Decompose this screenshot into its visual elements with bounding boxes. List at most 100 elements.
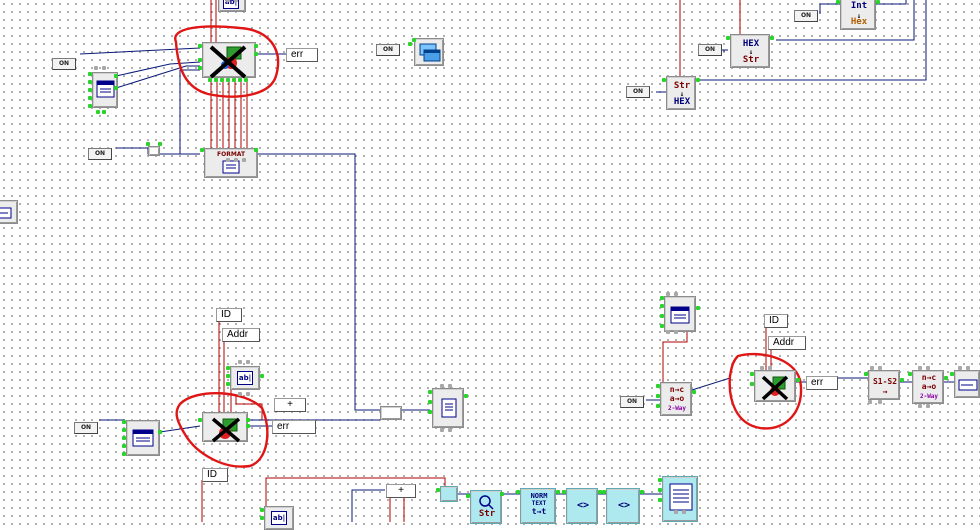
mux-way-right: 2-Way (919, 393, 939, 400)
connection-pin (750, 372, 754, 376)
disabled-cross-block-bottom[interactable] (202, 412, 248, 443)
norm-example: t→t (531, 507, 547, 516)
textfield-icon-bottom: ab| (271, 511, 287, 525)
connection-pin (750, 382, 754, 386)
property-pin (440, 428, 444, 432)
textfield-icon: ab| (223, 0, 239, 9)
hex-to-str-block[interactable]: HEX ↓ Str (730, 34, 770, 68)
window-icon (96, 80, 115, 98)
on-button-8[interactable]: ON (620, 396, 644, 408)
connection-pin (88, 80, 92, 84)
format-block[interactable]: FORMAT (204, 148, 258, 178)
search-str-block[interactable]: Str (470, 490, 502, 524)
property-pin (878, 366, 882, 370)
connection-pin (770, 36, 774, 40)
teal-junction[interactable] (440, 486, 458, 502)
format-label: FORMAT (217, 151, 246, 158)
mux-block-left[interactable]: n→c a→o 2-Way (660, 382, 692, 416)
property-pin (234, 158, 238, 162)
on-button-7[interactable]: ON (626, 86, 650, 98)
property-pin (768, 366, 772, 370)
text-field-block-mid[interactable]: ab| (230, 366, 260, 390)
connection-pin (864, 372, 868, 376)
connection-pin (428, 400, 432, 404)
junction-small-1[interactable] (148, 146, 160, 156)
property-pin (918, 366, 922, 370)
form-block-top[interactable] (92, 72, 118, 108)
windows-block[interactable] (414, 38, 444, 66)
field-block-right[interactable] (954, 370, 980, 398)
property-pin (666, 292, 670, 296)
document-block-teal[interactable] (662, 476, 698, 522)
compare-block-1[interactable]: <> (566, 488, 598, 524)
disabled-cross-block-right[interactable] (754, 370, 796, 402)
disabled-cross-icon (761, 375, 789, 401)
format-icon (222, 160, 240, 174)
s1-s2-block[interactable]: S1-S2 → (868, 370, 900, 400)
connection-pin (876, 0, 880, 4)
addr-label-1: Addr (222, 328, 260, 342)
connection-pin (158, 142, 162, 146)
hex-top-label: HEX (742, 39, 760, 49)
connection-pin (198, 66, 202, 70)
disabled-cross-block-top[interactable] (202, 42, 256, 79)
connection-pin (220, 78, 224, 82)
connection-pin (198, 44, 202, 48)
connection-pin (246, 424, 250, 428)
search-sub-label: Str (478, 509, 496, 519)
form-block-bottom[interactable] (126, 420, 160, 456)
compare-label-2: <> (617, 500, 631, 511)
str-to-hex-block[interactable]: Str ↓ HEX (666, 76, 696, 110)
property-pin (674, 510, 678, 514)
form-block-right[interactable] (664, 296, 696, 332)
on-button-6[interactable]: ON (698, 44, 722, 56)
connection-pin (658, 488, 662, 492)
on-button-5[interactable]: ON (794, 10, 818, 22)
compare-block-2[interactable]: <> (606, 488, 640, 524)
document-icon (669, 483, 693, 511)
mux-line2-right: a→o (921, 382, 937, 391)
property-pin (760, 366, 764, 370)
on-button-4[interactable]: ON (74, 422, 98, 434)
str-bottom-label: HEX (673, 97, 691, 107)
norm-text-block[interactable]: NORM TEXT t→t (520, 488, 556, 524)
document-block[interactable] (432, 388, 464, 428)
connection-pin (656, 404, 660, 408)
property-pin (926, 404, 930, 408)
s1s2-label: S1-S2 (872, 377, 898, 386)
connection-pin (660, 314, 664, 318)
connection-pin (660, 324, 664, 328)
connection-pin (114, 86, 118, 90)
property-pin (102, 66, 106, 70)
blue-wires (79, 0, 956, 522)
connection-pin (254, 44, 258, 48)
connection-pin (122, 436, 126, 440)
connection-pin (598, 490, 602, 494)
connection-pin (232, 78, 236, 82)
connection-pin (412, 38, 416, 42)
int-hex-block[interactable]: Int ↓ Hex (840, 0, 876, 30)
mux-block-right[interactable]: n→c a→o 2-Way (912, 370, 944, 404)
on-button-3[interactable]: ON (376, 44, 400, 56)
property-pin (94, 66, 98, 70)
connection-pin (226, 366, 230, 370)
on-button-2[interactable]: ON (88, 148, 112, 160)
property-pin (226, 158, 230, 162)
connection-pin (466, 494, 470, 498)
on-button-1[interactable]: ON (52, 58, 76, 70)
err-label-bottom: err (272, 420, 316, 434)
property-pin (448, 428, 452, 432)
connection-pin (88, 104, 92, 108)
property-pin (918, 404, 922, 408)
junction-mid[interactable] (380, 406, 402, 420)
text-field-block-bottom[interactable]: ab| (264, 506, 294, 530)
property-pin (868, 400, 872, 404)
text-field-block-top[interactable]: ab| (218, 0, 246, 12)
property-pin (226, 0, 230, 2)
mux-line1-right: n→c (921, 373, 937, 382)
field-icon (0, 207, 12, 219)
connection-pin (102, 110, 106, 114)
connection-pin (260, 516, 264, 520)
connection-pin (950, 372, 954, 376)
clipped-block-left[interactable] (0, 200, 18, 224)
